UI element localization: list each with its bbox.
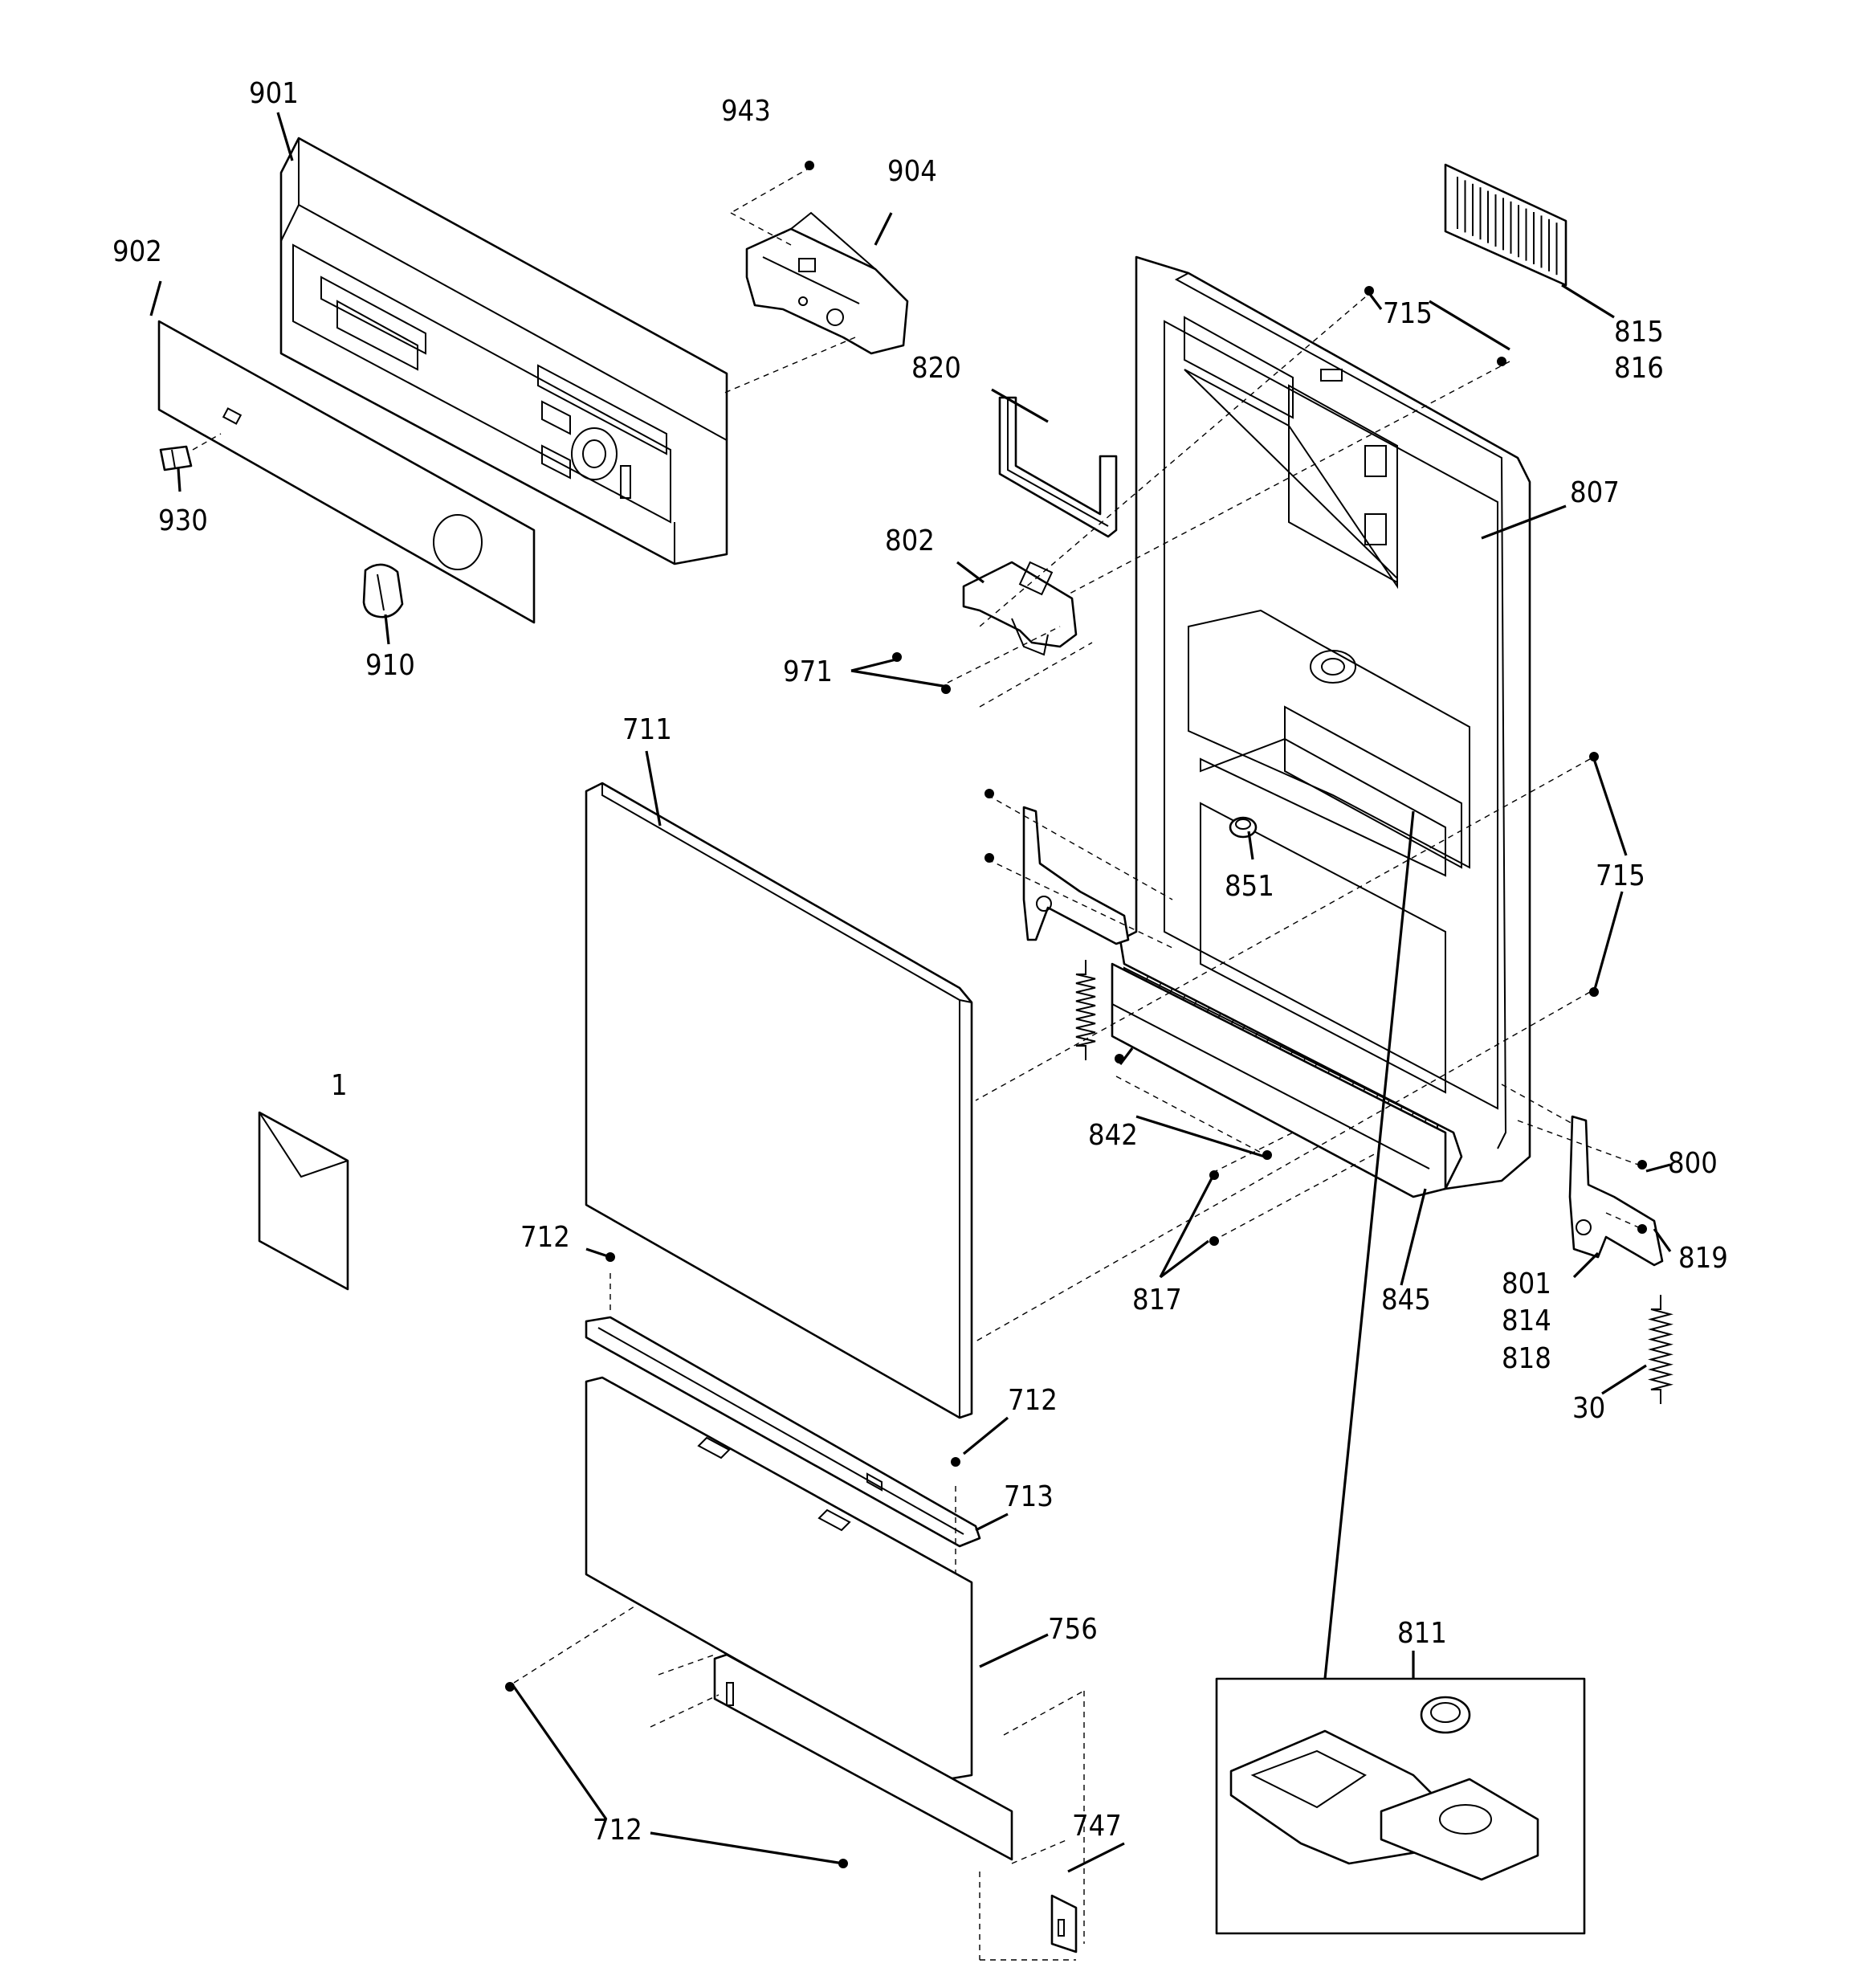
callout-815: 815	[1614, 316, 1664, 349]
callout-971: 971	[783, 655, 833, 688]
part-756-kick-panel	[585, 1376, 973, 1781]
callout-818: 818	[1502, 1342, 1551, 1375]
callout-labels: 901 943 904 902 930 910 820 715 815 816 …	[112, 77, 1728, 1847]
screw	[984, 789, 994, 798]
callout-756: 756	[1048, 1613, 1098, 1646]
part-815-vent-grille	[1444, 163, 1567, 287]
leader-lines	[149, 112, 1672, 1873]
screw	[951, 1457, 960, 1467]
part-930-button	[159, 445, 193, 471]
part-802-latch	[962, 561, 1078, 656]
callout-819: 819	[1678, 1242, 1728, 1275]
callout-712-lower: 712	[593, 1814, 642, 1847]
screws	[505, 161, 1647, 1868]
callout-910: 910	[365, 649, 415, 682]
screw	[505, 1682, 515, 1692]
callout-842: 842	[1088, 1119, 1138, 1152]
callout-943: 943	[721, 95, 771, 128]
callout-713: 713	[1004, 1480, 1054, 1513]
part-901-control-panel	[279, 137, 728, 565]
callout-930: 930	[158, 504, 208, 537]
callout-715-right: 715	[1596, 859, 1645, 892]
part-spring-left	[1075, 960, 1096, 1060]
callout-715-top: 715	[1383, 297, 1433, 330]
part-902-overlay	[157, 320, 536, 624]
part-820-gasket	[998, 396, 1118, 538]
screw	[805, 161, 814, 170]
callout-845: 845	[1381, 1284, 1431, 1316]
callout-801: 801	[1502, 1268, 1551, 1300]
part-713-strip	[585, 1316, 981, 1548]
callout-820: 820	[911, 352, 961, 385]
callout-902: 902	[112, 235, 162, 268]
part-30-spring	[1648, 1295, 1673, 1404]
callout-800: 800	[1668, 1147, 1718, 1180]
callout-1: 1	[331, 1069, 348, 1102]
part-910-knob	[362, 563, 404, 618]
callout-712-upper: 712	[520, 1221, 570, 1254]
part-747-bracket	[713, 1653, 1078, 1953]
part-711-door-panel	[585, 782, 973, 1419]
screw	[1637, 1160, 1647, 1170]
part-801-hinge	[1568, 1115, 1664, 1267]
part-1-literature	[258, 1111, 349, 1291]
callout-712-middle: 712	[1008, 1384, 1058, 1417]
callout-904: 904	[887, 155, 937, 188]
screw	[984, 853, 994, 863]
screw	[1497, 357, 1506, 366]
callout-802: 802	[885, 525, 935, 557]
callout-851: 851	[1225, 870, 1274, 903]
callout-747: 747	[1072, 1810, 1122, 1843]
callout-814: 814	[1502, 1304, 1551, 1337]
assembly-lines	[192, 166, 1643, 1961]
part-811-dispenser-inset	[1215, 1677, 1586, 1935]
callout-816: 816	[1614, 352, 1664, 385]
callout-901: 901	[249, 77, 299, 110]
callout-30: 30	[1572, 1392, 1605, 1425]
callout-811: 811	[1397, 1617, 1447, 1650]
screw	[1637, 1224, 1647, 1234]
part-904-timer	[745, 211, 909, 355]
part-851-plug	[1229, 816, 1258, 839]
part-left-hinge	[1022, 806, 1130, 945]
callout-807: 807	[1570, 476, 1620, 509]
callout-817: 817	[1132, 1284, 1182, 1316]
callout-711: 711	[622, 713, 672, 746]
